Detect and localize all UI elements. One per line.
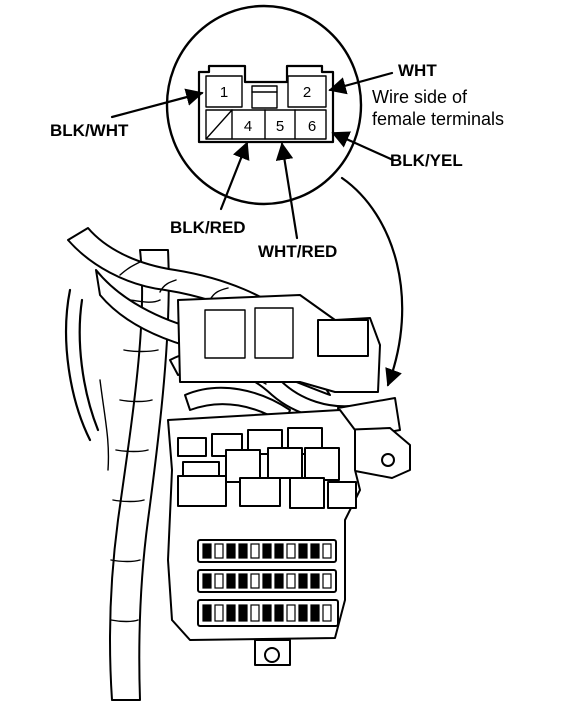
fuse-blade [286,604,296,622]
pin-1-number: 1 [220,84,228,101]
fuse-blade [298,543,308,559]
wire-side-note-line2: female terminals [372,109,504,129]
connector-detail-circle: 1 2 4 5 6 [110,4,395,240]
pin-6-number: 6 [308,118,316,135]
fuse-blade [238,573,248,589]
fuse-blade [238,604,248,622]
blk-red-leader-arrow [219,141,250,211]
wht-red-leader-arrow [275,142,299,240]
wht-leader-arrow [328,71,394,95]
pin-5-number: 5 [276,118,284,135]
fuse-blade [286,543,296,559]
wire-side-note-line1: Wire side of [372,87,468,107]
pin-2-number: 2 [303,84,311,101]
fuse-blade [202,543,212,559]
fuse-blade [274,543,284,559]
fuse-blade [322,543,332,559]
blk-wht-label: BLK/WHT [50,121,129,140]
fuse-blade [310,543,320,559]
fuse-blade [202,573,212,589]
fuse-blade [274,573,284,589]
pin-4-number: 4 [244,118,252,135]
fuse-blade [214,604,224,622]
fuse-blade [262,573,272,589]
fuse-blade [214,573,224,589]
fuse-blade [202,604,212,622]
location-pointer-arrow [340,176,404,387]
blk-yel-leader-arrow [331,131,395,162]
fuse-blade [250,604,260,622]
fuse-blade [322,604,332,622]
blk-wht-leader-arrow [110,88,204,119]
fuse-blade [298,604,308,622]
fuse-blade [274,604,284,622]
fuse-blade [322,573,332,589]
fuse-blade [262,543,272,559]
fuse-blade [226,543,236,559]
fuse-blade [250,543,260,559]
fuse-blade [238,543,248,559]
fuse-blade [310,573,320,589]
fuse-blade [214,543,224,559]
wht-label: WHT [398,61,437,80]
fuse-blade [262,604,272,622]
fuse-blade [250,573,260,589]
blk-red-label: BLK/RED [170,218,246,237]
fuse-blade [226,573,236,589]
fuse-relay-box [167,294,411,666]
fuse-blade [286,573,296,589]
blk-yel-label: BLK/YEL [390,151,463,170]
fuse-blade [226,604,236,622]
wht-red-label: WHT/RED [258,242,337,261]
fuse-blade [298,573,308,589]
fuse-blade [310,604,320,622]
